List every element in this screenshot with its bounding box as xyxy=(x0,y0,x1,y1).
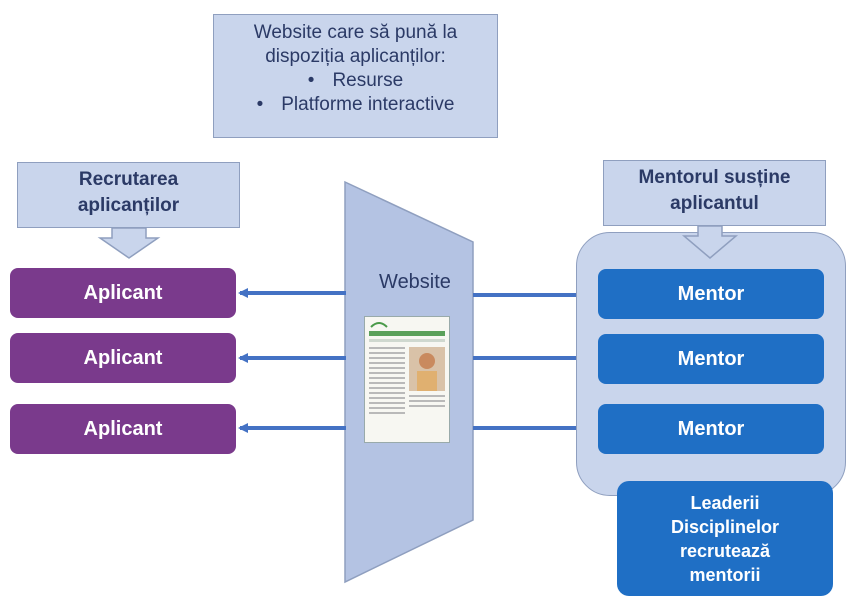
mentor-box: Mentor xyxy=(598,404,824,454)
recruit-line-1: Recrutarea xyxy=(78,169,179,190)
purpose-line-2: dispoziția aplicanților: xyxy=(265,46,446,67)
website-purpose-box: Website care să pună la dispoziția aplic… xyxy=(213,14,498,138)
leaders-line-1: Leaderii xyxy=(690,492,760,513)
leaders-line-4: mentorii xyxy=(689,564,761,585)
mentor-head-line-1: Mentorul susține xyxy=(638,167,791,188)
mentor-box: Mentor xyxy=(598,334,824,384)
recruit-applicants-box: Recrutarea aplicanților xyxy=(17,162,240,228)
recruit-down-arrow xyxy=(97,227,161,259)
applicant-box: Aplicant xyxy=(10,404,236,454)
applicant-box: Aplicant xyxy=(10,333,236,383)
purpose-line-1: Website care să pună la xyxy=(253,22,458,43)
mentor-box: Mentor xyxy=(598,269,824,319)
recruit-line-2: aplicanților xyxy=(77,195,180,216)
website-screenshot-icon xyxy=(365,317,449,442)
website-thumbnail-image xyxy=(364,316,450,443)
leaders-line-2: Disciplinelor xyxy=(670,516,780,537)
mentor-supports-box: Mentorul susține aplicantul xyxy=(603,160,826,226)
applicant-box: Aplicant xyxy=(10,268,236,318)
leaders-line-3: recrutează xyxy=(679,540,771,561)
mentor-head-line-2: aplicantul xyxy=(670,193,759,214)
purpose-bullet: Platforme interactive xyxy=(214,93,497,117)
purpose-bullet-list: Resurse Platforme interactive xyxy=(214,69,497,117)
purpose-bullet: Resurse xyxy=(214,69,497,93)
mentor-down-arrow xyxy=(681,225,739,259)
website-label: Website xyxy=(379,271,451,293)
discipline-leaders-box: Leaderii Disciplinelor recrutează mentor… xyxy=(617,481,833,596)
